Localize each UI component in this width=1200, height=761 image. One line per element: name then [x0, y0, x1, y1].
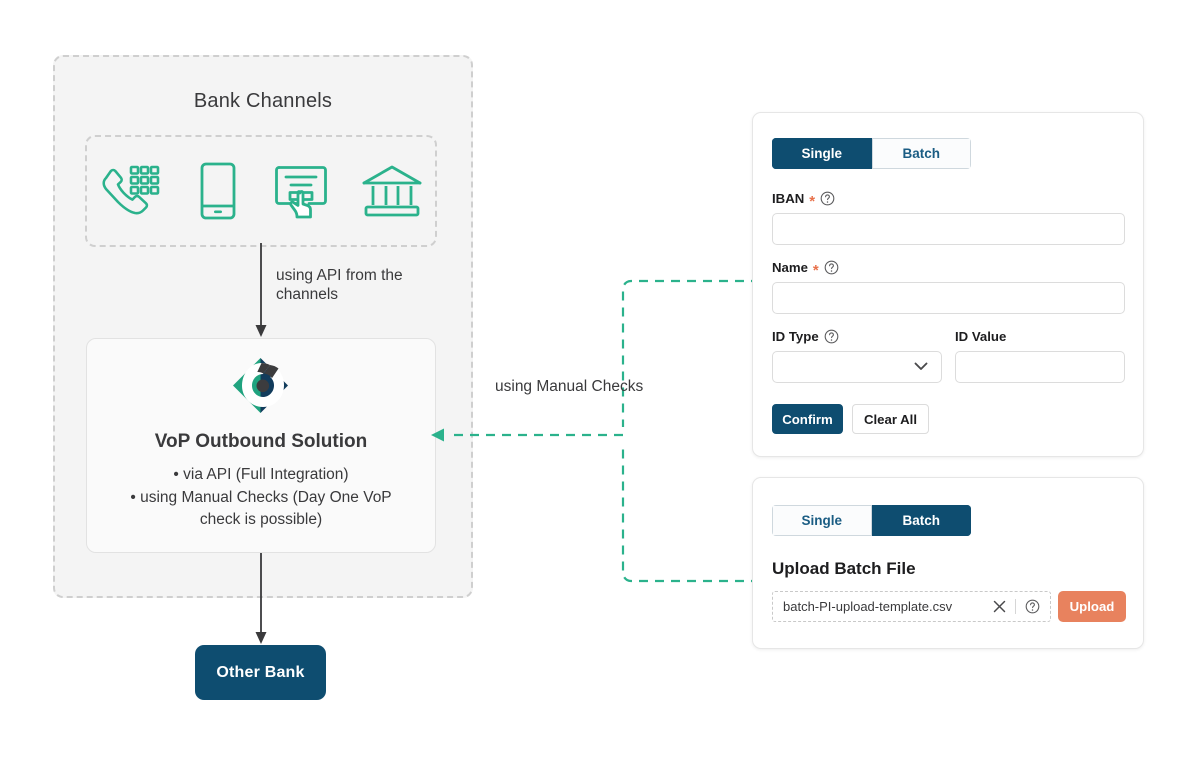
batch-file-dropzone[interactable]: batch-PI-upload-template.csv [772, 591, 1051, 622]
name-label: Name * [772, 260, 839, 279]
manual-checks-connector [425, 275, 765, 587]
vop-bullet-3: check is possible) [199, 511, 323, 528]
close-icon[interactable] [991, 599, 1007, 615]
name-input[interactable] [772, 282, 1125, 314]
batch-card-mode-toggle[interactable]: Single Batch [772, 505, 971, 536]
phone-keypad-icon [100, 160, 162, 222]
clear-all-button[interactable]: Clear All [852, 404, 929, 434]
api-label-line-1: using API [276, 267, 342, 284]
iban-input[interactable] [772, 213, 1125, 245]
divider [1015, 599, 1016, 614]
api-label-line-2: from the channels [276, 267, 403, 303]
iban-label-text: IBAN [772, 191, 805, 206]
id-type-label-text: ID Type [772, 329, 819, 344]
bank-building-icon [361, 160, 423, 222]
api-flow-label: using API from the channels [276, 266, 456, 304]
vop-bullet-1: • via API (Full Integration) [173, 466, 349, 483]
name-required-asterisk: * [812, 261, 819, 279]
id-value-label: ID Value [955, 329, 1006, 344]
other-bank-node[interactable]: Other Bank [195, 645, 326, 700]
online-banking-click-icon [274, 160, 336, 222]
manual-label-line-2: Checks [591, 378, 644, 395]
name-label-text: Name [772, 260, 808, 275]
confirm-button[interactable]: Confirm [772, 404, 843, 434]
channel-icons-box [85, 135, 437, 247]
batch-file-help-icon[interactable] [1024, 599, 1040, 615]
manual-checks-label: using Manual Checks [495, 376, 655, 398]
vop-title: VoP Outbound Solution [154, 431, 368, 452]
id-type-label: ID Type [772, 329, 839, 344]
tab-batch-batch-card[interactable]: Batch [871, 505, 971, 536]
bank-channels-title: Bank Channels [193, 90, 333, 112]
vop-bullet-2: • using Manual Checks (Day One VoP [130, 488, 392, 506]
id-type-select[interactable] [772, 351, 942, 383]
manual-label-line-1: using Manual [495, 378, 588, 395]
vop-brand-logo-icon [231, 357, 290, 414]
iban-required-asterisk: * [809, 192, 816, 210]
id-value-input[interactable] [955, 351, 1125, 383]
iban-label: IBAN * [772, 191, 835, 210]
mobile-phone-icon [187, 160, 249, 222]
id-type-help-icon[interactable] [824, 329, 839, 344]
chevron-down-icon [914, 358, 928, 376]
batch-file-name: batch-PI-upload-template.csv [783, 599, 953, 614]
tab-single-batch-card[interactable]: Single [772, 505, 872, 536]
upload-button[interactable]: Upload [1058, 591, 1126, 622]
api-flow-arrow [254, 243, 268, 338]
single-card-mode-toggle[interactable]: Single Batch [772, 138, 971, 169]
name-help-icon[interactable] [824, 260, 839, 275]
tab-single[interactable]: Single [772, 138, 872, 169]
upload-batch-file-title: Upload Batch File [772, 559, 916, 578]
id-value-label-text: ID Value [955, 329, 1007, 344]
vop-bullets: • via API (Full Integration) • using Man… [96, 464, 426, 532]
iban-help-icon[interactable] [820, 191, 835, 206]
other-bank-flow-arrow [254, 553, 268, 645]
tab-batch[interactable]: Batch [871, 138, 971, 169]
